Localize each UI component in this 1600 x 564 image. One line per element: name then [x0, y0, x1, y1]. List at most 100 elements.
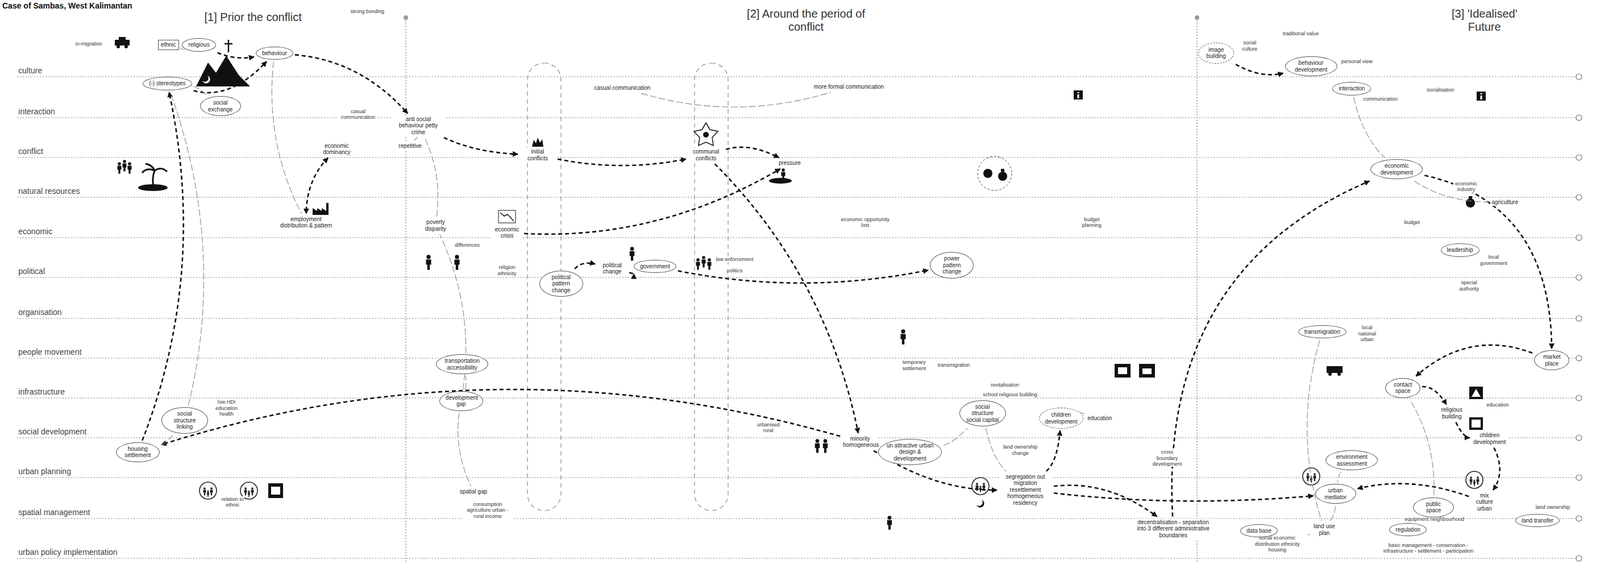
row-label: organisation — [18, 307, 62, 317]
annotation: personal view — [1341, 58, 1373, 65]
ellipse-node: environment assessment — [1325, 450, 1378, 471]
ellipse-node: religious — [181, 38, 216, 52]
annotation: social economic distribution ethnicity h… — [1245, 534, 1309, 553]
node-text: repetitive — [398, 142, 422, 150]
annotation: budget — [1404, 219, 1421, 226]
annotation: budget planning — [1077, 216, 1107, 229]
annotation: basic management - conservation - infras… — [1377, 542, 1480, 555]
text-node: mix culture urban — [1470, 491, 1499, 513]
node-text: (-) stereotypes — [148, 80, 186, 87]
node-text: poverty disparity — [421, 218, 450, 232]
connector — [180, 48, 185, 50]
connector — [306, 158, 329, 214]
ellipse-node: political pattern change — [539, 270, 584, 298]
node-text: behaviour development — [1291, 59, 1332, 73]
annotation: local government — [1479, 254, 1508, 267]
annotation: transmigration — [937, 362, 971, 368]
connector — [1493, 447, 1500, 490]
connector — [1357, 483, 1470, 497]
node-text: public space — [1419, 500, 1448, 514]
connector — [1353, 97, 1386, 159]
connector — [1053, 485, 1158, 517]
node-text: economic crisis — [492, 226, 522, 240]
connector — [414, 136, 418, 141]
node-text: social exchange — [206, 99, 235, 113]
connector — [1414, 181, 1489, 203]
connector — [629, 272, 634, 274]
connector — [193, 61, 268, 93]
text-node: more formal communication — [812, 82, 885, 91]
text-node: decentralisation - separation into 3 dif… — [1135, 518, 1212, 540]
ellipse-node: government — [633, 259, 677, 274]
node-text: government — [640, 263, 671, 270]
text-node: land use plan — [1311, 522, 1337, 537]
text-node: spatial gap — [458, 487, 489, 496]
connector — [641, 92, 831, 107]
node-text: agriculture — [1491, 198, 1519, 206]
section-heading: [1] Prior the conflict — [204, 10, 302, 24]
node-text: religious — [188, 41, 210, 49]
connector — [1410, 399, 1435, 496]
node-text: interaction — [1338, 85, 1365, 93]
ellipse-node: land transfer — [1515, 513, 1560, 528]
node-text: power pattern change — [936, 255, 968, 276]
connector — [1235, 64, 1284, 75]
annotation: casual communication — [338, 108, 378, 121]
connector — [161, 389, 841, 445]
section-heading: [2] Around the period of conflict — [732, 7, 880, 34]
text-node: pressure — [777, 159, 802, 168]
text-node: segregation out migration resettlement h… — [998, 472, 1053, 507]
connector — [1422, 386, 1447, 405]
text-node: communal conflicts — [687, 147, 725, 162]
annotation: socialisation — [1426, 86, 1455, 93]
node-text: casual communication — [593, 84, 651, 92]
ellipse-node: economic development — [1370, 159, 1423, 180]
annotation: low HDI education health — [212, 399, 241, 417]
connector — [557, 159, 687, 166]
node-text: image building — [1203, 46, 1229, 60]
period-bands — [527, 63, 729, 511]
text-node: employment distribution & pattern — [276, 215, 336, 230]
node-text: more formal communication — [813, 83, 884, 91]
row-end-circles — [1576, 73, 1582, 561]
node-text: transportation accessibility — [442, 357, 482, 371]
node-text: regulation — [1395, 526, 1421, 534]
node-text: education — [1087, 414, 1112, 422]
ellipse-node: (-) stereotypes — [142, 76, 192, 91]
text-node: religious building — [1436, 405, 1467, 421]
ellipse-node: social exchange — [200, 96, 241, 116]
connector — [424, 137, 439, 217]
annotation: differences — [454, 242, 480, 248]
row-label: culture — [18, 65, 43, 76]
annotation: special authority — [1455, 279, 1484, 292]
annotation: in-migration — [75, 40, 103, 47]
section-heading: [3] 'Idealised' Future — [1439, 7, 1531, 34]
text-node: agriculture — [1490, 198, 1520, 207]
text-node: anti social behaviour petty crime — [391, 115, 446, 137]
ellipse-node: regulation — [1389, 522, 1427, 537]
connector — [715, 163, 859, 433]
node-text: minority homogeneous — [842, 435, 878, 449]
node-text: social structure linking — [167, 410, 202, 431]
connector — [193, 86, 207, 95]
node-text: behaviour — [262, 50, 288, 57]
cloud-node: children development — [1039, 407, 1084, 429]
node-text: leadership — [1447, 246, 1474, 254]
node-text: initial conflicts — [520, 148, 555, 162]
diagram-title: Case of Sambas, West Kalimantan — [2, 1, 132, 11]
cloud-node: image building — [1198, 42, 1234, 64]
text-node: poverty disparity — [420, 218, 451, 233]
connector — [217, 52, 255, 58]
node-text: data base — [1246, 527, 1272, 535]
annotation: consumption agriculture urban - rural in… — [462, 501, 514, 519]
annotation: equipment neighbourhood — [1404, 516, 1465, 522]
node-text: environment assessment — [1331, 453, 1372, 467]
node-text: social structure social capital — [965, 403, 1000, 424]
ellipse-node: data base — [1240, 524, 1278, 538]
ellipse-node: transportation accessibility — [435, 354, 489, 374]
text-node: economic dominancy — [320, 142, 354, 157]
node-text: economic dominancy — [321, 142, 353, 156]
text-node: repetitive — [397, 142, 423, 151]
node-text: communal conflicts — [688, 148, 723, 162]
ellipse-node: urban mediator — [1315, 483, 1357, 504]
